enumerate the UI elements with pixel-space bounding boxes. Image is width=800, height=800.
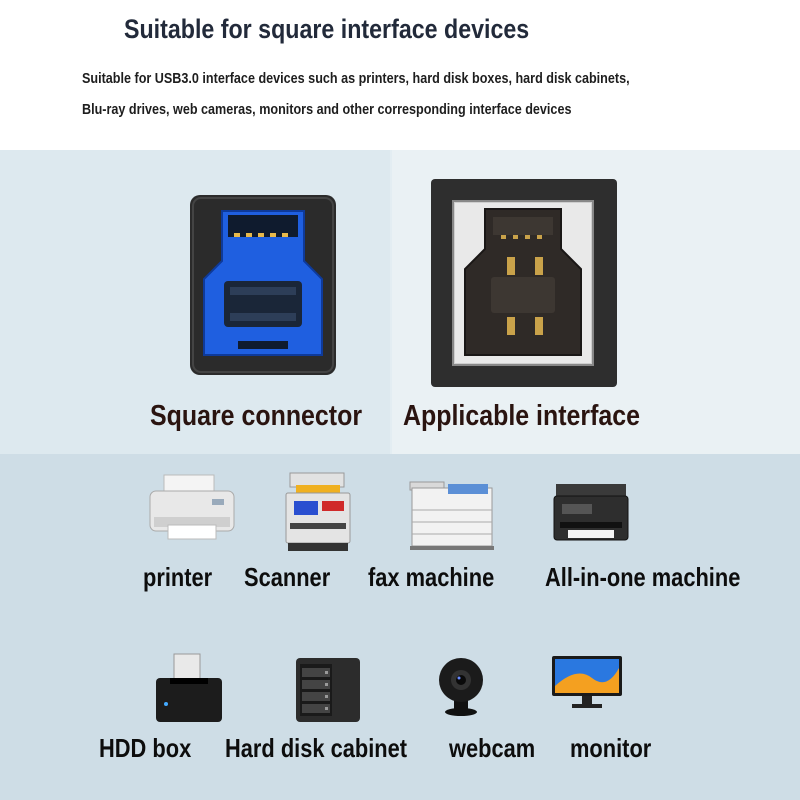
usb-b-port-icon	[431, 179, 617, 387]
square-connector-caption: Square connector	[150, 400, 363, 432]
label-printer: printer	[143, 562, 213, 592]
label-hdd-box: HDD box	[99, 733, 192, 763]
hard-disk-cabinet-icon	[296, 658, 360, 722]
description-line-2: Blu-ray drives, web cameras, monitors an…	[82, 101, 572, 118]
webcam-icon	[439, 658, 483, 716]
label-all-in-one-machine: All-in-one machine	[545, 562, 741, 592]
label-fax-machine: fax machine	[368, 562, 495, 592]
scanner-icon	[285, 472, 351, 551]
connector-section	[0, 150, 800, 454]
printer-icon	[149, 474, 235, 540]
description-line-1: Suitable for USB3.0 interface devices su…	[82, 70, 630, 87]
fax-machine-icon	[409, 481, 494, 550]
label-webcam: webcam	[449, 733, 536, 763]
all-in-one-machine-icon	[553, 484, 629, 541]
label-monitor: monitor	[570, 733, 652, 763]
hdd-box-icon	[156, 653, 222, 722]
usb3-b-connector-icon	[190, 195, 336, 375]
devices-section	[0, 454, 800, 800]
header: Suitable for square interface devices Su…	[0, 0, 800, 150]
label-scanner: Scanner	[244, 562, 331, 592]
label-hard-disk-cabinet: Hard disk cabinet	[225, 733, 408, 763]
monitor-icon	[552, 656, 622, 708]
applicable-interface-caption: Applicable interface	[403, 400, 641, 432]
page-title: Suitable for square interface devices	[124, 14, 530, 44]
